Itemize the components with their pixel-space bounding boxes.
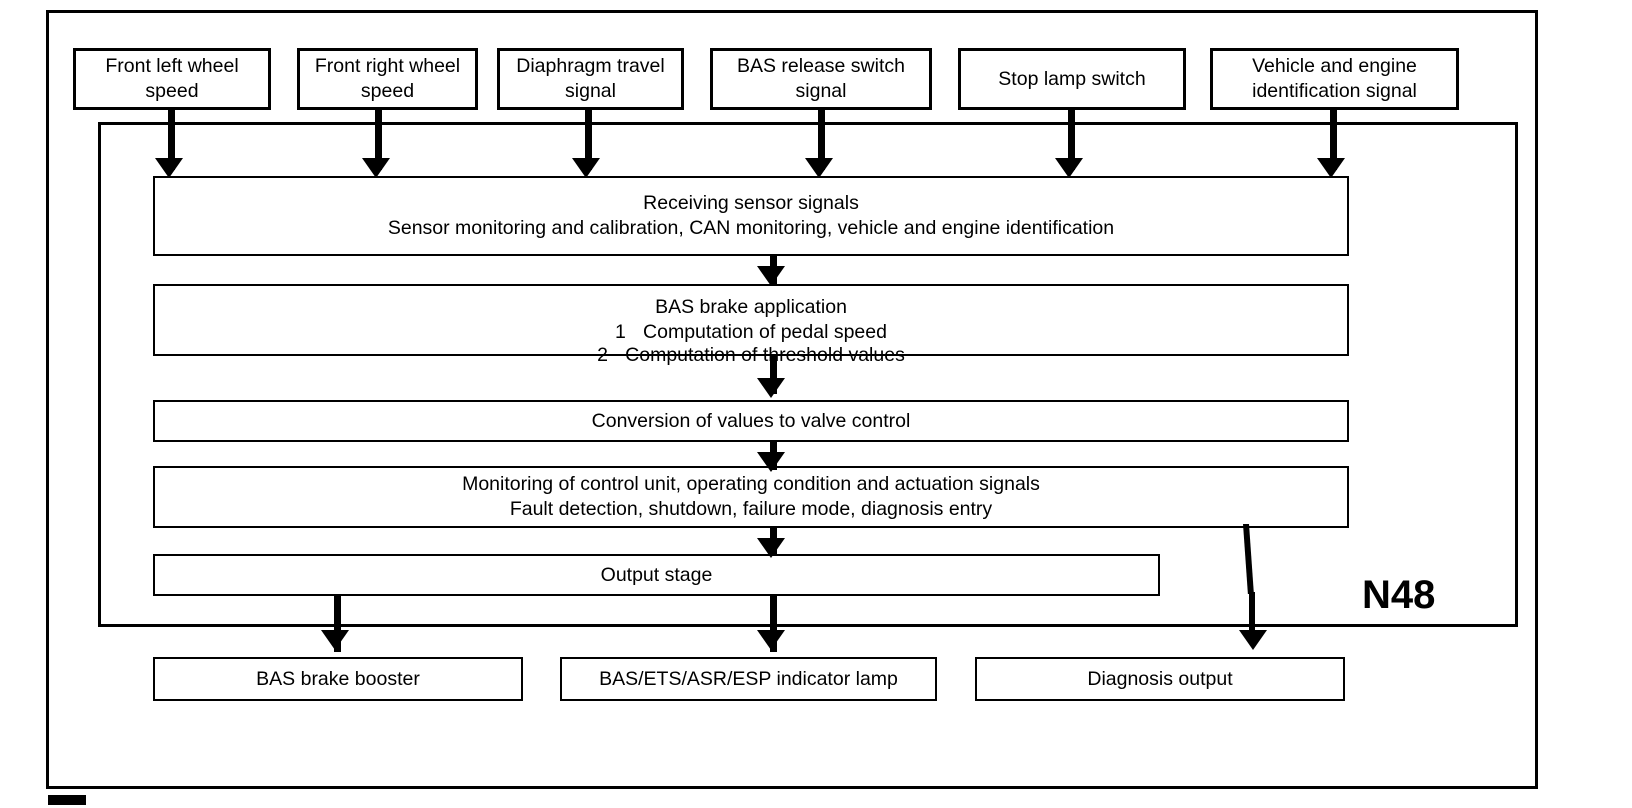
arrowhead-diagnosis-output xyxy=(1239,630,1267,650)
connector-input-4 xyxy=(818,108,825,170)
output-box-indicator-lamp[interactable]: BAS/ETS/ASR/ESP indicator lamp xyxy=(560,657,937,701)
connector-input-5 xyxy=(1068,108,1075,170)
control-unit-label: N48 xyxy=(1362,573,1436,617)
arrowhead-stage1-stage2 xyxy=(757,266,785,286)
list-number: 1 xyxy=(615,321,626,343)
list-text: Computation of threshold values xyxy=(625,344,905,366)
stage-line1: Output stage xyxy=(600,563,713,586)
input-box-front-right-wheel-speed[interactable]: Front right wheel speed xyxy=(297,48,478,110)
arrowhead-input-6 xyxy=(1317,158,1345,178)
connector-input-2 xyxy=(375,108,382,170)
arrowhead-input-2 xyxy=(362,158,390,178)
connector-input-6 xyxy=(1330,108,1337,170)
input-label-line1: Stop lamp switch xyxy=(998,67,1146,90)
input-box-stop-lamp-switch[interactable]: Stop lamp switch xyxy=(958,48,1186,110)
connector-output-2 xyxy=(770,596,777,652)
output-label: BAS/ETS/ASR/ESP indicator lamp xyxy=(599,667,898,690)
input-label-line1: Diaphragm travel xyxy=(516,55,665,77)
output-label: Diagnosis output xyxy=(1087,667,1233,690)
connector-input-3 xyxy=(585,108,592,170)
input-box-bas-release-switch-signal[interactable]: BAS release switch signal xyxy=(710,48,932,110)
stage-line2: Fault detection, shutdown, failure mode,… xyxy=(509,498,993,520)
arrowhead-input-4 xyxy=(805,158,833,178)
stage-output-stage[interactable]: Output stage xyxy=(153,554,1160,596)
input-label-line2: identification signal xyxy=(1252,80,1417,102)
arrowhead-input-3 xyxy=(572,158,600,178)
connector-output-1 xyxy=(334,596,341,652)
page-frame xyxy=(46,10,1538,788)
arrowhead-output-1 xyxy=(321,630,349,650)
arrowhead-stage4-stage5 xyxy=(757,538,785,558)
input-label-line1: BAS release switch xyxy=(737,55,905,77)
arrowhead-input-1 xyxy=(155,158,183,178)
output-box-diagnosis-output[interactable]: Diagnosis output xyxy=(975,657,1345,701)
input-label-line1: Front left wheel xyxy=(105,55,239,77)
input-box-diaphragm-travel-signal[interactable]: Diaphragm travel signal xyxy=(497,48,684,110)
input-label-line1: Front right wheel xyxy=(314,55,461,77)
stage-list-item-2: 2 Computation of threshold values xyxy=(153,343,1349,368)
stage-receiving-sensor-signals[interactable]: Receiving sensor signals Sensor monitori… xyxy=(153,176,1349,256)
arrowhead-input-5 xyxy=(1055,158,1083,178)
output-box-bas-brake-booster[interactable]: BAS brake booster xyxy=(153,657,523,701)
list-text: Computation of pedal speed xyxy=(643,321,887,343)
corner-mark xyxy=(48,795,86,805)
input-box-front-left-wheel-speed[interactable]: Front left wheel speed xyxy=(73,48,271,110)
control-unit-container xyxy=(98,122,1518,627)
arrowhead-stage2-stage3 xyxy=(757,378,785,398)
stage-line1: Conversion of values to valve control xyxy=(591,409,911,432)
arrowhead-output-2 xyxy=(757,630,785,650)
input-label-line2: speed xyxy=(145,80,199,102)
input-label-line2: signal xyxy=(565,80,616,102)
stage-line1: Monitoring of control unit, operating co… xyxy=(462,473,1040,495)
input-label-line1: Vehicle and engine xyxy=(1252,55,1417,77)
output-label: BAS brake booster xyxy=(256,667,420,690)
input-box-vehicle-engine-identification-signal[interactable]: Vehicle and engine identification signal xyxy=(1210,48,1459,110)
stage-line1: Receiving sensor signals xyxy=(643,192,859,214)
input-label-line2: signal xyxy=(795,80,847,102)
list-number: 2 xyxy=(597,344,609,366)
stage-conversion-of-values[interactable]: Conversion of values to valve control xyxy=(153,400,1349,442)
connector-stage2-stage3 xyxy=(770,356,777,394)
page-frame-bottom-edge xyxy=(46,786,1538,789)
stage-bas-brake-application[interactable]: BAS brake application 1 Computation of p… xyxy=(153,284,1349,356)
connector-input-1 xyxy=(168,108,175,170)
stage-monitoring-of-control-unit[interactable]: Monitoring of control unit, operating co… xyxy=(153,466,1349,528)
connector-monitoring-diagnosis-lower xyxy=(1249,592,1255,644)
stage-line1: BAS brake application xyxy=(655,296,847,318)
stage-line2: Sensor monitoring and calibration, CAN m… xyxy=(387,217,1115,239)
stage-list-item-1: 1 Computation of pedal speed xyxy=(615,320,887,345)
input-label-line2: speed xyxy=(360,80,415,102)
